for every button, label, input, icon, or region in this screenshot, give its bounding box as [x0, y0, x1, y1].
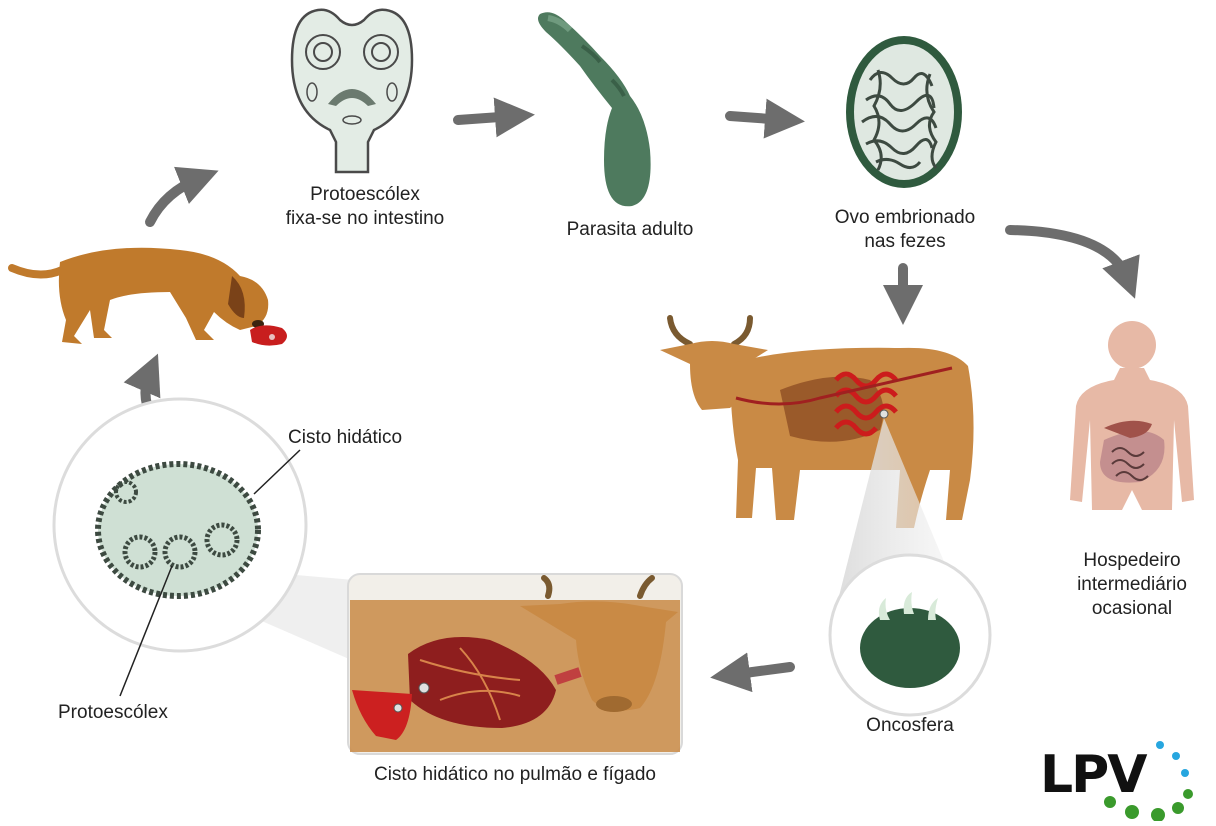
label-hydatid-cyst: Cisto hidático	[288, 426, 402, 450]
lpv-logo: LPV	[1040, 745, 1146, 805]
label-host-line1: Hospedeiro	[1060, 549, 1204, 573]
embryonated-egg-illustration	[846, 36, 962, 188]
dog-illustration	[12, 248, 287, 346]
arrow-egg-to-human	[1010, 230, 1128, 280]
label-oncosphere: Oncosfera	[840, 714, 980, 738]
label-protoscolex: Protoescólex	[58, 701, 168, 725]
label-occasional-host: Hospedeiro intermediário ocasional	[1060, 549, 1204, 621]
cow-illustration	[660, 318, 974, 528]
label-host-line2: intermediário	[1060, 573, 1204, 597]
adult-parasite-illustration	[538, 12, 651, 206]
arrow-oncosphere-to-organs	[730, 667, 790, 675]
label-protoscolex-attach-line1: Protoescólex	[270, 183, 460, 207]
arrow-protoscolex-to-adult	[458, 116, 515, 120]
human-illustration	[1070, 321, 1194, 510]
label-egg-line1: Ovo embrionado	[800, 206, 1010, 230]
label-cyst-organs: Cisto hidático no pulmão e fígado	[320, 763, 710, 787]
oncosphere-illustration	[830, 555, 990, 715]
arrow-adult-to-egg	[730, 116, 785, 120]
arrow-dog-to-protoscolex	[150, 178, 200, 222]
label-host-line3: ocasional	[1060, 597, 1204, 621]
label-protoscolex-attach: Protoescólex fixa-se no intestino	[270, 183, 460, 231]
label-protoscolex-attach-line2: fixa-se no intestino	[270, 207, 460, 231]
label-adult-parasite: Parasita adulto	[540, 218, 720, 242]
label-egg-line2: nas fezes	[800, 230, 1010, 254]
hydatid-cyst-illustration	[54, 399, 306, 651]
cyst-organs-illustration	[348, 574, 682, 754]
protoscolex-attached-illustration	[292, 10, 412, 172]
label-embryonated-egg: Ovo embrionado nas fezes	[800, 206, 1010, 254]
